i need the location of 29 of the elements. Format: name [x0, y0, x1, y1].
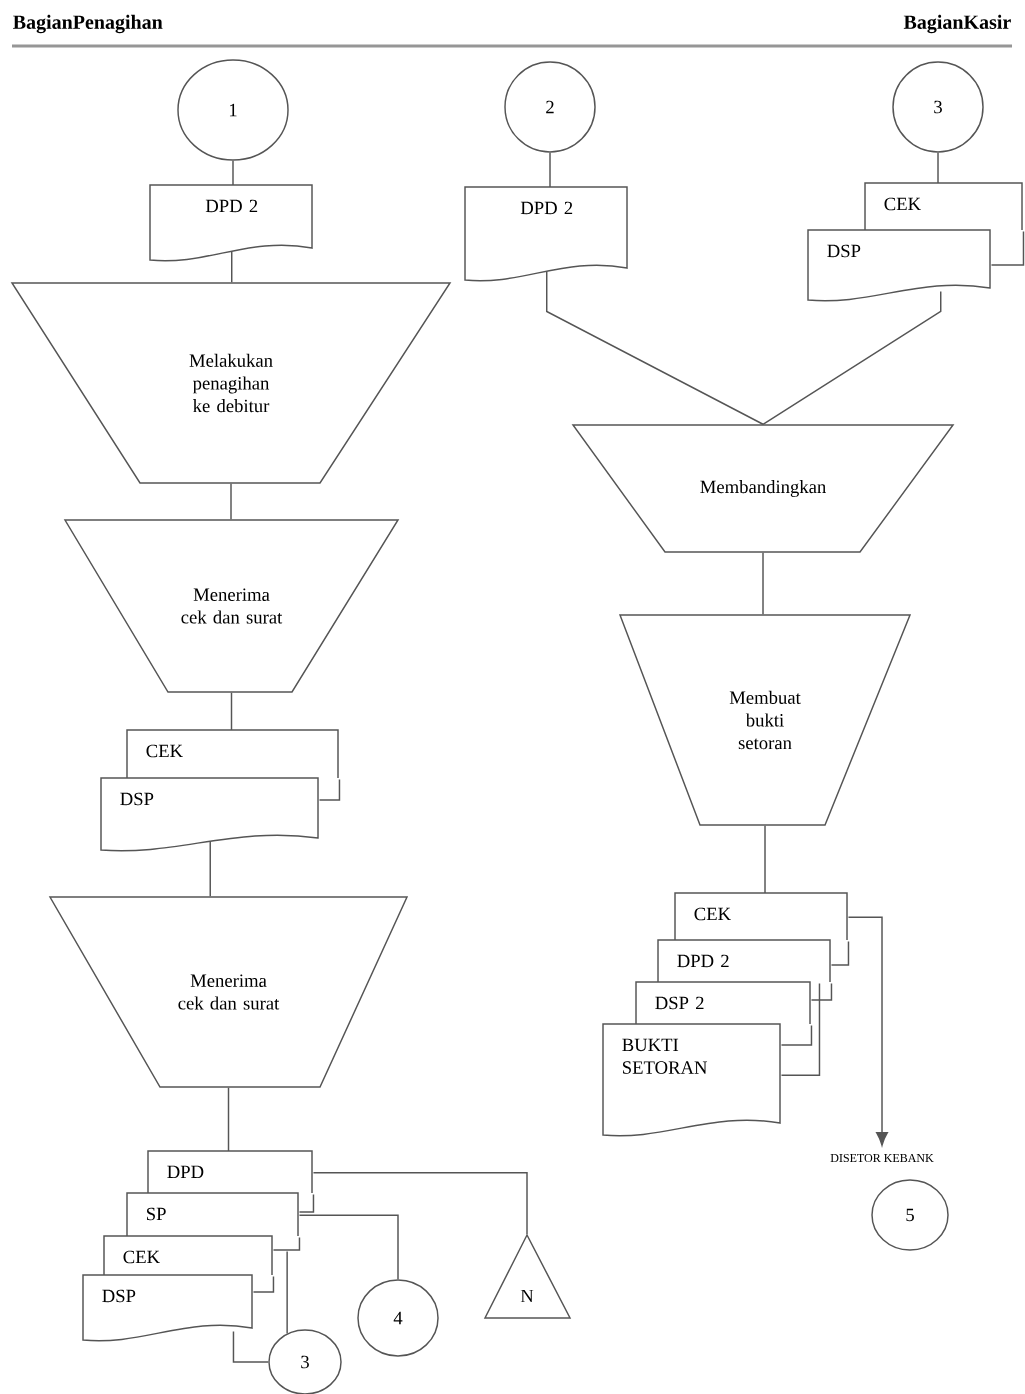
connector-line	[231, 250, 233, 283]
connector-line	[764, 825, 766, 894]
connector-line	[318, 778, 341, 801]
lane-heading: BagianKasir	[903, 14, 1011, 34]
connector-line	[230, 692, 233, 731]
connector-line	[230, 483, 232, 520]
connector-line	[990, 230, 1025, 266]
connector-line	[546, 270, 764, 425]
connector-line	[780, 1024, 813, 1046]
connector-line	[209, 840, 211, 897]
connector-line	[286, 1250, 288, 1335]
connector-line	[298, 1193, 315, 1213]
connector-line	[298, 1214, 399, 1280]
connector-line	[232, 1330, 269, 1363]
connector-line	[937, 152, 939, 184]
connector-line	[762, 290, 942, 425]
connector-line	[252, 1275, 275, 1293]
connector-line	[847, 916, 889, 1146]
connector-line	[232, 160, 234, 186]
lane-heading: BagianPenagihan	[13, 14, 163, 34]
connector-line	[312, 1172, 528, 1235]
connector-line	[830, 940, 850, 966]
connector-line	[227, 1087, 230, 1152]
connector-line	[762, 552, 764, 615]
connector-line	[780, 982, 821, 1076]
connector-line	[272, 1236, 301, 1251]
connector-line	[549, 152, 551, 188]
connector-line	[810, 982, 833, 1001]
destination-label: DISETOR KEBANK	[830, 1154, 934, 1163]
